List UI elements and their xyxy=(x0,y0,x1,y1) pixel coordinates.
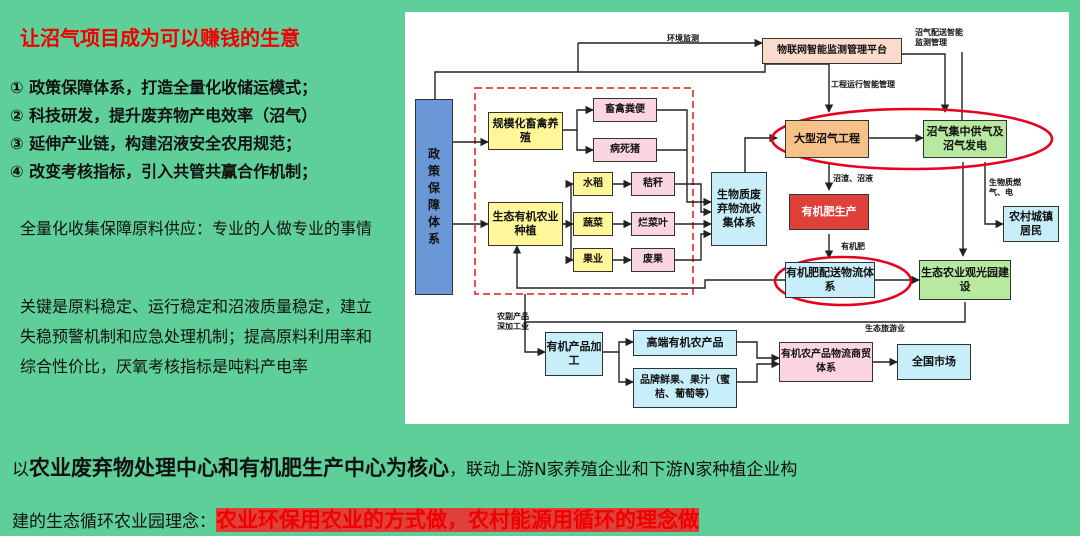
page-title: 让沼气项目成为可以赚钱的生意 xyxy=(20,26,300,50)
collection-heading: 全量化收集保障原料供应： xyxy=(20,219,213,238)
summary-concept: 建的生态循环农业园理念： xyxy=(12,512,216,532)
rotten-leaf-box: 烂菜叶 xyxy=(631,212,675,236)
gas-power-label: 生物质燃气、电 xyxy=(989,178,1021,197)
strategy-item: ④ 改变考核指标，引入共管共赢合作机制； xyxy=(10,162,318,181)
central-supply-box: 沼气集中供气及沼气发电 xyxy=(923,120,1007,158)
vegetable-box: 蔬菜 xyxy=(573,212,613,236)
rural-residents-box: 农村城镇居民 xyxy=(1003,206,1059,242)
summary-line-1: 以农业废弃物处理中心和有机肥生产中心为核心，联动上游N家养殖企业和下游N家种植企… xyxy=(12,452,797,482)
brand-box: 品牌鲜果、果汁（蜜桔、葡萄等） xyxy=(633,368,737,408)
fruit-box: 果业 xyxy=(573,248,613,272)
straw-box: 秸秆 xyxy=(631,172,675,196)
agri-processing-label: 农副产品深加工业 xyxy=(497,312,529,331)
rice-box: 水稻 xyxy=(573,172,613,196)
market-box: 全国市场 xyxy=(897,344,971,380)
dead-animal-box: 病死猪 xyxy=(593,138,657,162)
summary-core: 农业废弃物处理中心和有机肥生产中心为核心 xyxy=(29,456,449,480)
logistics-box: 有机农产品物流商贸体系 xyxy=(779,342,873,382)
iot-platform-box: 物联网智能监测管理平台 xyxy=(762,38,902,64)
summary-slogan: 农业环保用农业的方式做，农村能源用循环的理念做 xyxy=(216,508,699,532)
organic-fertilizer-label: 有机肥 xyxy=(841,242,865,251)
collection-box: 生物质废弃物流收集体系 xyxy=(711,172,767,246)
eco-agriculture-box: 生态有机农业种植 xyxy=(488,202,563,246)
strategy-item: ② 科技研发，提升废弃物产电效率（沼气） xyxy=(10,106,318,125)
ecosystem-diagram: 政策保障体系 物联网智能监测管理平台 规模化畜禽养殖 畜禽粪便 病死猪 生态有机… xyxy=(405,12,1069,424)
collection-body: 专业的人做专业的事情 xyxy=(212,219,373,238)
smart-monitor-label: 沼气配送智能监测管理 xyxy=(915,28,963,47)
ops-label: 工程运行智能管理 xyxy=(831,80,895,89)
biogas-project-box: 大型沼气工程 xyxy=(785,120,869,158)
slurry-label: 沼渣、沼液 xyxy=(833,174,873,183)
high-end-box: 高端有机农产品 xyxy=(633,330,737,356)
eco-park-box: 生态农业观光园建设 xyxy=(919,260,1011,300)
fertilizer-box: 有机肥生产 xyxy=(789,194,869,230)
strategy-list: ① 政策保障体系，打造全量化收储运模式； ② 科技研发，提升废弃物产电效率（沼气… xyxy=(10,74,317,186)
delivery-box: 有机肥配送物流体系 xyxy=(785,262,875,298)
env-monitor-label: 环境监测 xyxy=(667,34,699,43)
summary-prefix: 以 xyxy=(12,460,29,480)
strategy-item: ① 政策保障体系，打造全量化收储运模式； xyxy=(10,78,318,97)
summary-suffix: ，联动上游N家养殖企业和下游N家种植企业构 xyxy=(449,460,798,480)
livestock-box: 规模化畜禽养殖 xyxy=(488,112,563,150)
key-section: 关键是原料稳定、运行稳定和沼液质量稳定，建立失稳预警机制和应急处理机制；提高原料… xyxy=(20,297,373,376)
summary-line-2: 建的生态循环农业园理念：农业环保用农业的方式做，农村能源用循环的理念做 xyxy=(12,504,699,534)
waste-fruit-box: 废果 xyxy=(631,248,675,272)
collection-section: 全量化收集保障原料供应：专业的人做专业的事情 xyxy=(20,214,380,244)
strategy-item: ③ 延伸产业链，构建沼液安全农用规范； xyxy=(10,134,302,153)
processing-box: 有机产品加工 xyxy=(545,332,603,376)
diagram-connectors xyxy=(434,38,1054,387)
policy-box: 政策保障体系 xyxy=(415,99,453,295)
eco-tourism-label: 生态旅游业 xyxy=(865,324,905,333)
manure-box: 畜禽粪便 xyxy=(593,98,657,122)
